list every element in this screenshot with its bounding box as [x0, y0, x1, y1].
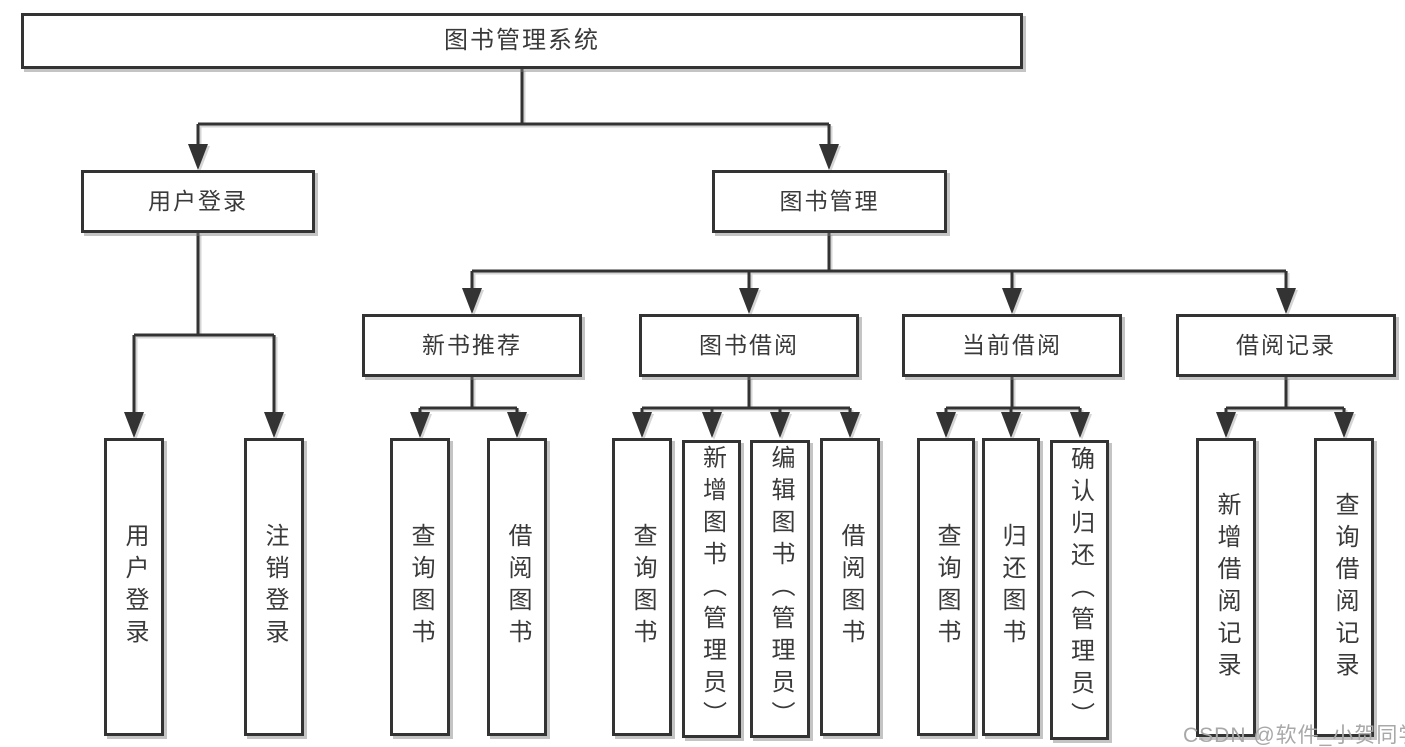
leaf-current-query-books: 查询图书 — [917, 438, 975, 736]
leaf-newbook-borrow-books: 借阅图书 — [487, 438, 547, 736]
leaf-borrow-add-books-admin: 新增图书（管理员） — [682, 440, 741, 738]
edge-root-to-level2 — [196, 69, 831, 146]
leaf-records-query-record: 查询借阅记录 — [1314, 438, 1374, 737]
edge-newbook-to-leaves — [418, 377, 519, 414]
csdn-watermark: CSDN @软件_小贺同学 — [1183, 724, 1405, 747]
edge-current-to-leaves — [944, 377, 1082, 414]
node-book-management: 图书管理 — [712, 170, 947, 233]
node-borrowing-records: 借阅记录 — [1176, 314, 1396, 377]
edge-userlogin-to-leaves — [132, 233, 276, 414]
leaf-records-add-record: 新增借阅记录 — [1196, 438, 1256, 737]
edge-bookmgmt-to-level3 — [470, 233, 1288, 290]
edge-borrow-to-leaves — [640, 377, 852, 414]
leaf-current-confirm-return-admin: 确认归还（管理员） — [1050, 440, 1109, 740]
leaf-logout: 注销登录 — [244, 438, 304, 736]
leaf-borrow-borrow-books: 借阅图书 — [820, 438, 880, 736]
node-library-management-system: 图书管理系统 — [21, 13, 1023, 69]
leaf-current-return-books: 归还图书 — [982, 438, 1040, 736]
arrowheads — [124, 144, 1354, 438]
leaf-newbook-query-books: 查询图书 — [390, 438, 450, 736]
leaf-borrow-query-books: 查询图书 — [612, 438, 672, 736]
node-current-borrowing: 当前借阅 — [902, 314, 1122, 377]
node-user-login: 用户登录 — [81, 170, 315, 233]
leaf-user-login: 用户登录 — [104, 438, 164, 736]
leaf-borrow-edit-books-admin: 编辑图书（管理员） — [750, 440, 810, 738]
edge-records-to-leaves — [1224, 377, 1346, 414]
node-book-borrowing: 图书借阅 — [639, 314, 859, 377]
node-new-book-recommendation: 新书推荐 — [362, 314, 582, 377]
